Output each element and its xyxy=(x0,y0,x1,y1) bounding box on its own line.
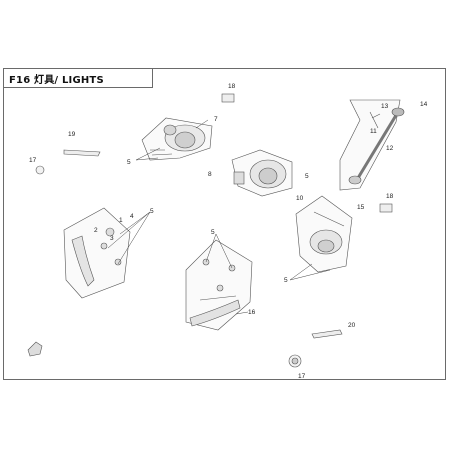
turn-signal-part-1 xyxy=(63,207,131,299)
callout-5e: 5 xyxy=(305,173,309,180)
callout-18b: 18 xyxy=(386,193,394,200)
callout-5c: 5 xyxy=(211,229,215,236)
cable-part-20 xyxy=(311,329,343,339)
callout-5a: 5 xyxy=(150,208,154,215)
headlight-part-15 xyxy=(295,195,353,273)
callout-11: 11 xyxy=(370,128,377,135)
diagram-frame xyxy=(3,68,446,380)
tail-light-part-16 xyxy=(185,239,253,331)
callout-15: 15 xyxy=(357,204,365,211)
headlight-part-10 xyxy=(231,149,293,197)
callout-5b: 5 xyxy=(127,159,131,166)
callout-1: 1 xyxy=(119,217,123,224)
callout-14: 14 xyxy=(420,101,428,108)
callout-18a: 18 xyxy=(228,83,236,90)
logo-icon xyxy=(27,341,43,357)
bracket-part-12 xyxy=(339,99,405,191)
callout-17a: 17 xyxy=(29,157,37,164)
callout-10: 10 xyxy=(296,195,304,202)
callout-5d: 5 xyxy=(284,277,288,284)
cable-part-19 xyxy=(63,149,101,157)
title-box xyxy=(3,68,153,88)
grommet-part-17 xyxy=(35,165,45,175)
callout-13: 13 xyxy=(381,103,389,110)
callout-20: 20 xyxy=(348,322,356,329)
callout-16: 16 xyxy=(248,309,256,316)
headlight-part-7 xyxy=(141,117,213,161)
callout-12: 12 xyxy=(386,145,394,152)
callout-8: 8 xyxy=(208,171,212,178)
clip-part-18 xyxy=(221,93,235,103)
callout-17b: 17 xyxy=(298,373,306,380)
diagram-title: F16 灯具/ LIGHTS xyxy=(9,75,104,86)
callout-7: 7 xyxy=(214,116,218,123)
callout-2: 2 xyxy=(94,227,98,234)
callout-19: 19 xyxy=(68,131,76,138)
clip-part-18b xyxy=(379,203,393,213)
callout-4: 4 xyxy=(130,213,134,220)
callout-3: 3 xyxy=(110,235,114,242)
